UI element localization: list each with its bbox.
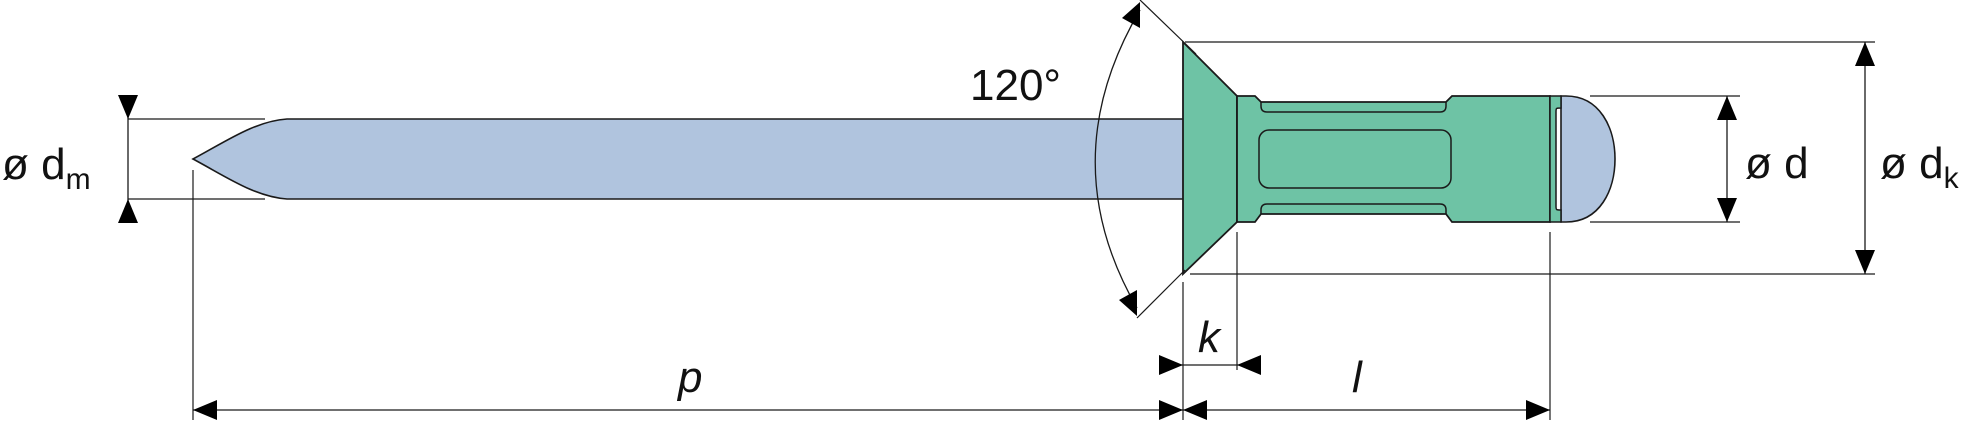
mandrel-shaft: [191, 118, 1187, 200]
rivet-sleeve: [1236, 95, 1551, 223]
arrow-d-top-icon: [1717, 96, 1737, 120]
arrow-k-left-icon: [1159, 355, 1183, 375]
arrow-angle-top-icon: [1122, 2, 1140, 28]
arrow-dm-bottom-icon: [118, 199, 138, 223]
head-diameter-symbol: ø d: [1880, 139, 1944, 188]
ext-angle-top: [1139, 0, 1197, 55]
mandrel-diameter-subscript: m: [66, 163, 91, 196]
sleeve-slot-bottom: [1260, 203, 1447, 214]
dim-angle-arc: [1094, 9, 1141, 309]
arrow-p-right-icon: [1159, 400, 1183, 420]
angle-label: 120°: [970, 61, 1061, 110]
rivet-body: [1182, 39, 1562, 277]
arrow-k-right-icon: [1237, 355, 1261, 375]
mandrel-length-label: p: [676, 353, 702, 402]
arrow-angle-bottom-icon: [1119, 290, 1137, 316]
mandrel-diameter-label: ø dm: [2, 140, 91, 196]
arrow-dk-top-icon: [1855, 42, 1875, 66]
arrow-dk-bottom-icon: [1855, 250, 1875, 274]
arrow-d-bottom-icon: [1717, 198, 1737, 222]
head-diameter-label: ø dk: [1880, 139, 1960, 195]
arrowheads: [118, 2, 1875, 420]
arrow-dm-top-icon: [118, 95, 138, 119]
arrow-l-right-icon: [1526, 400, 1550, 420]
mandrel-head-gap: [1549, 95, 1562, 223]
countersunk-head: [1182, 39, 1238, 277]
ext-angle-bottom: [1136, 269, 1186, 319]
extension-lines: [128, 0, 1875, 420]
body-diameter-label: ø d: [1745, 139, 1809, 188]
labels: 120° ø dm ø d ø dk k l p: [2, 61, 1960, 402]
sleeve-slot-top: [1260, 102, 1447, 113]
arrow-l-left-icon: [1183, 400, 1207, 420]
arrow-p-left-icon: [193, 400, 217, 420]
head-diameter-subscript: k: [1944, 162, 1960, 195]
mandrel-head: [1560, 95, 1616, 223]
sleeve-window: [1258, 129, 1452, 189]
head-height-label: k: [1198, 313, 1222, 362]
body-length-label: l: [1352, 353, 1363, 402]
mandrel-diameter-symbol: ø d: [2, 140, 66, 189]
